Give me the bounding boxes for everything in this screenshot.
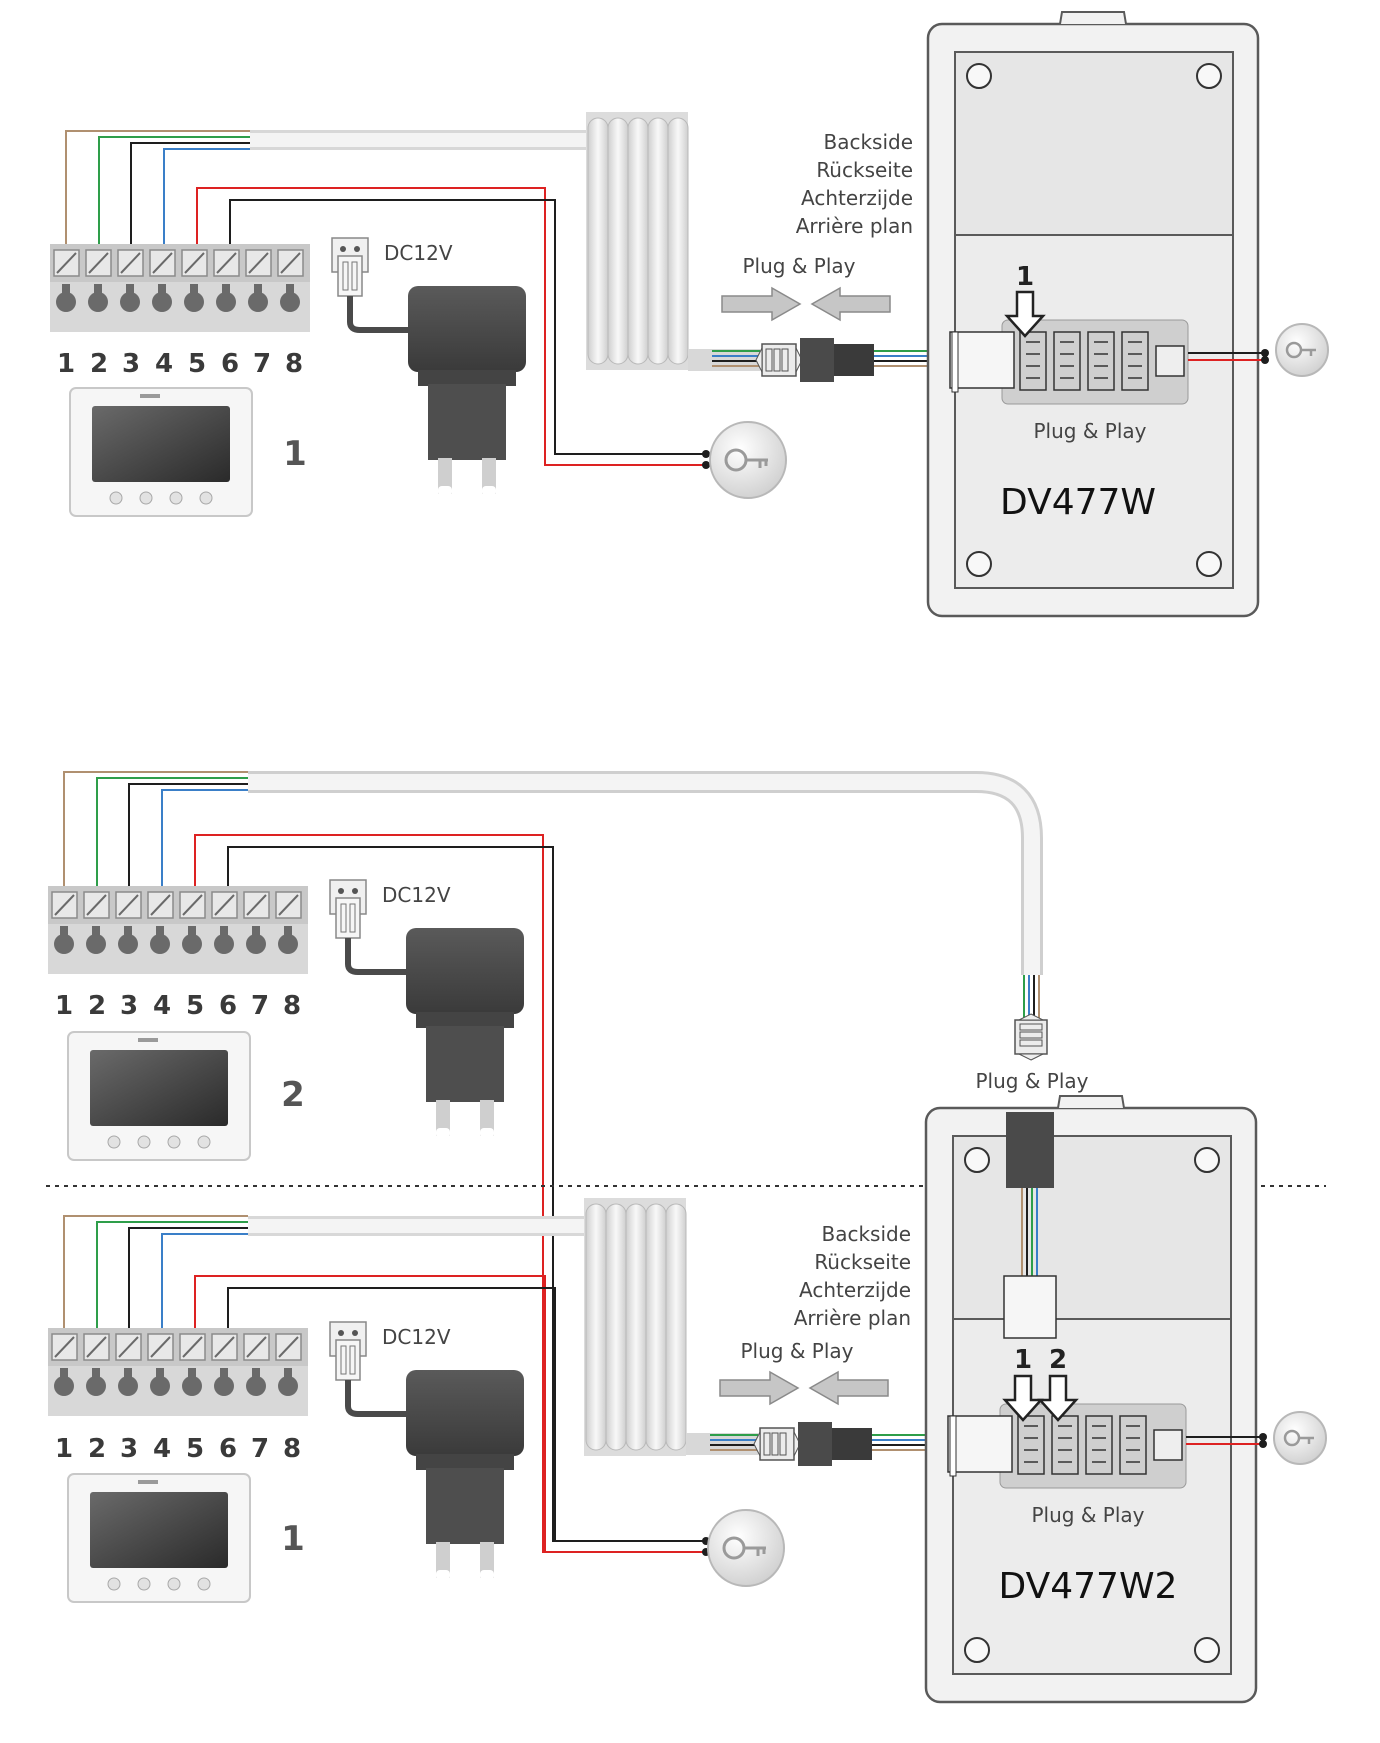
upper-terminal-block (47, 885, 309, 975)
model-label: DV477W (1000, 482, 1156, 523)
door-release-key-icon (708, 420, 788, 500)
monitor-number: 2 (281, 1075, 305, 1115)
dc-label: DC12V (382, 883, 451, 907)
plug-connector (755, 343, 803, 377)
terminal-number: 1 (55, 991, 73, 1021)
door-release-key-icon (1272, 1410, 1328, 1466)
monitor-number: 1 (283, 434, 307, 474)
terminal-number: 6 (219, 991, 237, 1021)
terminal-number: 5 (188, 349, 206, 379)
plug-connector (1014, 1013, 1048, 1061)
plug-play-label: Plug & Play (975, 1069, 1088, 1093)
power-adapter-icon (330, 1322, 524, 1580)
terminal-number: 7 (253, 349, 271, 379)
terminal-number: 1 (55, 1434, 73, 1464)
terminal-number: 8 (285, 349, 303, 379)
terminal-number: 6 (219, 1434, 237, 1464)
terminal-number: 7 (251, 991, 269, 1021)
power-adapter-icon (332, 238, 526, 496)
backside-label: Rückseite (814, 1250, 911, 1274)
backside-label: Arrière plan (794, 1306, 911, 1330)
backside-labels: Backside Rückseite Achterzijde Arrière p… (796, 130, 913, 238)
socket-connector (798, 1422, 872, 1466)
plug-connector (753, 1427, 801, 1461)
bottom-section: Plug & Play 1 2 3 4 5 6 7 8 2 DC12V (46, 771, 1328, 1704)
backside-labels: Backside Rückseite Achterzijde Arrière p… (794, 1222, 911, 1330)
terminal-number: 2 (90, 349, 108, 379)
arrow-icon (721, 287, 801, 321)
plug-play-label: Plug & Play (742, 254, 855, 278)
terminal-number: 2 (88, 991, 106, 1021)
port-number: 1 (1016, 262, 1034, 292)
arrow-icon (719, 1371, 799, 1405)
door-station-panel: 1 2 Plug & Play DV477W2 (924, 1095, 1267, 1704)
dc-label: DC12V (382, 1325, 451, 1349)
monitor-number: 1 (281, 1519, 305, 1559)
terminal-number: 7 (251, 1434, 269, 1464)
plug-play-label: Plug & Play (740, 1339, 853, 1363)
terminal-number: 3 (122, 349, 140, 379)
monitor-icon (67, 1031, 251, 1161)
model-label: DV477W2 (999, 1566, 1178, 1607)
plug-play-label: Plug & Play (1031, 1503, 1144, 1527)
backside-label: Achterzijde (801, 186, 913, 210)
terminal-number: 4 (155, 349, 173, 379)
cable-coil (583, 1197, 687, 1457)
terminal-number: 6 (221, 349, 239, 379)
terminal-number: 1 (57, 349, 75, 379)
monitor-icon (67, 1473, 251, 1603)
monitor-icon (69, 387, 253, 517)
top-terminal-block (49, 243, 311, 333)
arrow-icon (809, 1371, 889, 1405)
dc-label: DC12V (384, 241, 453, 265)
top-bus-wires (65, 130, 250, 258)
terminal-number: 8 (283, 1434, 301, 1464)
lower-terminal-numbers: 1 2 3 4 5 6 7 8 (55, 1434, 301, 1464)
terminal-number: 5 (186, 991, 204, 1021)
arrow-icon (811, 287, 891, 321)
backside-label: Backside (821, 1222, 911, 1246)
terminal-number: 4 (153, 1434, 171, 1464)
door-release-key-icon (1274, 322, 1330, 378)
cable-coil (585, 111, 689, 371)
terminal-number: 5 (186, 1434, 204, 1464)
terminal-number: 2 (88, 1434, 106, 1464)
terminal-number: 4 (153, 991, 171, 1021)
backside-label: Achterzijde (799, 1278, 911, 1302)
backside-label: Backside (823, 130, 913, 154)
upper-terminal-numbers: 1 2 3 4 5 6 7 8 (55, 991, 301, 1021)
backside-label: Rückseite (816, 158, 913, 182)
socket-connector (800, 338, 874, 382)
lower-terminal-block (47, 1327, 309, 1417)
top-terminal-numbers: 1 2 3 4 5 6 7 8 (57, 349, 303, 379)
terminal-number: 3 (120, 991, 138, 1021)
door-station-panel: 1 Plug & Play DV477W (926, 11, 1269, 618)
door-release-key-icon (706, 1508, 786, 1588)
backside-label: Arrière plan (796, 214, 913, 238)
port-number: 2 (1049, 1345, 1067, 1375)
terminal-number: 8 (283, 991, 301, 1021)
power-adapter-icon (330, 880, 524, 1138)
top-section: 1 2 3 4 5 6 7 8 1 DC12V (49, 11, 1330, 618)
port-number: 1 (1014, 1345, 1032, 1375)
terminal-number: 3 (120, 1434, 138, 1464)
plug-play-label: Plug & Play (1033, 419, 1146, 443)
